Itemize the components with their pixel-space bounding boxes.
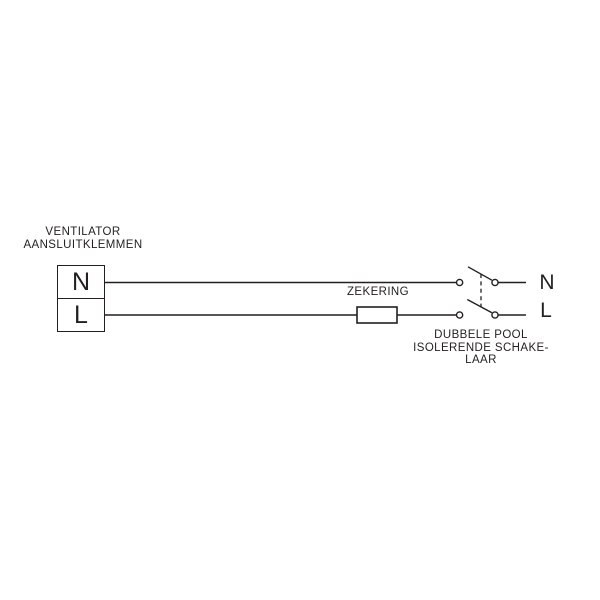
switch-contact-icon: [455, 278, 464, 287]
switch-caption: DUBBELE POOL ISOLERENDE SCHAKE- LAAR: [401, 329, 561, 367]
switch-lever-icon: [467, 266, 493, 281]
fuse-symbol: [356, 306, 398, 324]
switch-contact-icon: [455, 311, 464, 319]
supply-label-n: N: [539, 271, 555, 294]
switch-caption-line2: ISOLERENDE SCHAKE-: [413, 341, 549, 354]
terminal-block-caption-line2: AANSLUITKLEMMEN: [23, 238, 143, 251]
switch-caption-line3: LAAR: [465, 354, 497, 366]
switch-contact-icon: [491, 311, 499, 319]
terminal-block-caption-line1: VENTILATOR: [45, 226, 121, 238]
supply-label-l: L: [540, 299, 552, 322]
terminal-block: N L: [57, 265, 105, 332]
switch-caption-line1: DUBBELE POOL: [434, 329, 528, 341]
switch-pole-n-icon: [455, 266, 499, 287]
switch-lever-icon: [466, 298, 493, 314]
terminal-n-label: N: [71, 267, 91, 296]
switch-pole-l-icon: [455, 298, 499, 319]
fuse-label: ZEKERING: [347, 286, 409, 298]
terminal-n: N: [58, 266, 104, 298]
terminal-l-label: L: [74, 300, 88, 329]
terminal-block-caption: VENTILATOR AANSLUITKLEMMEN: [3, 226, 163, 251]
terminal-l: L: [58, 298, 104, 331]
switch-contact-icon: [491, 278, 499, 287]
